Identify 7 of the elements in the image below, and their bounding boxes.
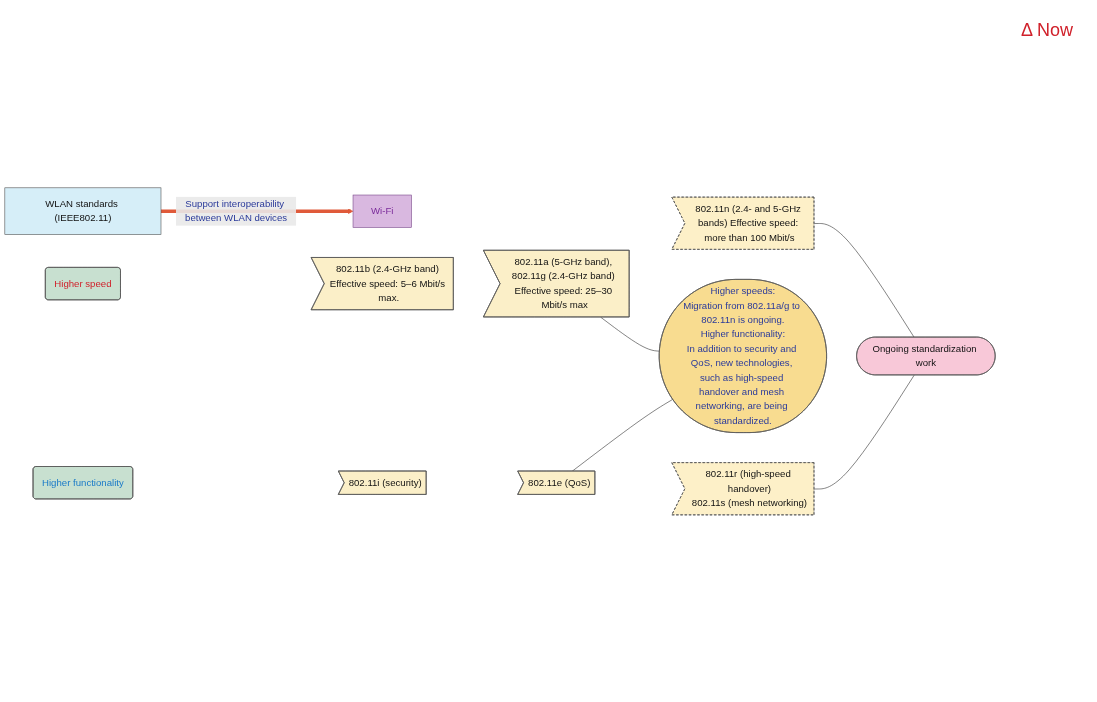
node-box: WLAN standards (IEEE802.11) [4, 187, 162, 235]
connector [814, 222, 915, 338]
connector [600, 316, 660, 352]
edge-label: Support interoperability between WLAN devices [185, 198, 288, 223]
connector [814, 374, 915, 489]
node-box: Wi-Fi [352, 194, 412, 228]
now-marker-label: Δ Now [1019, 20, 1074, 41]
